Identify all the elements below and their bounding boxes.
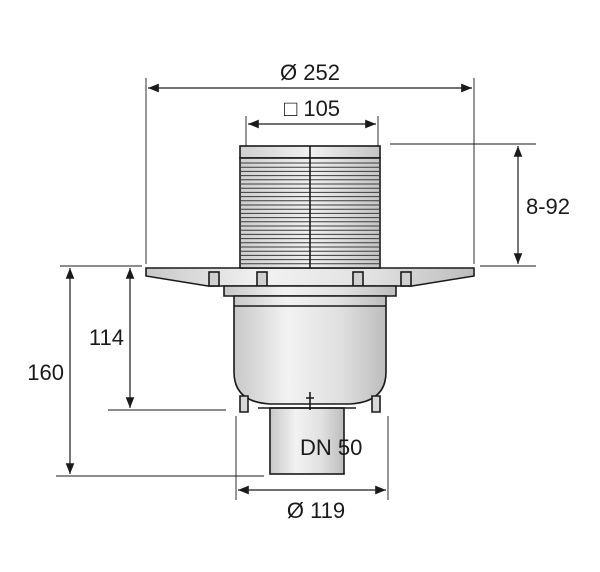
upper-height-label: 114 [89,325,124,350]
extension-lines [56,78,536,500]
lower-collar [223,285,397,297]
dimension-lines [65,83,523,495]
outlet-hook [306,392,314,410]
flange-plate [145,267,475,287]
outlet-label: DN 50 [300,435,362,460]
dimension-labels: Ø 252 □ 105 8-92 114 160 DN 50 Ø 119 [27,60,570,523]
drain-bowl [233,295,387,405]
flange-diameter-label: Ø 252 [280,60,340,85]
side-clip-right [371,395,381,413]
total-height-label: 160 [27,360,64,385]
side-clip-left [239,395,249,413]
grate-square-label: □ 105 [284,96,340,121]
grate-assembly [239,145,381,269]
height-adjust-label: 8-92 [526,194,570,219]
body-diameter-label: Ø 119 [287,498,345,523]
drain-body [145,145,475,475]
